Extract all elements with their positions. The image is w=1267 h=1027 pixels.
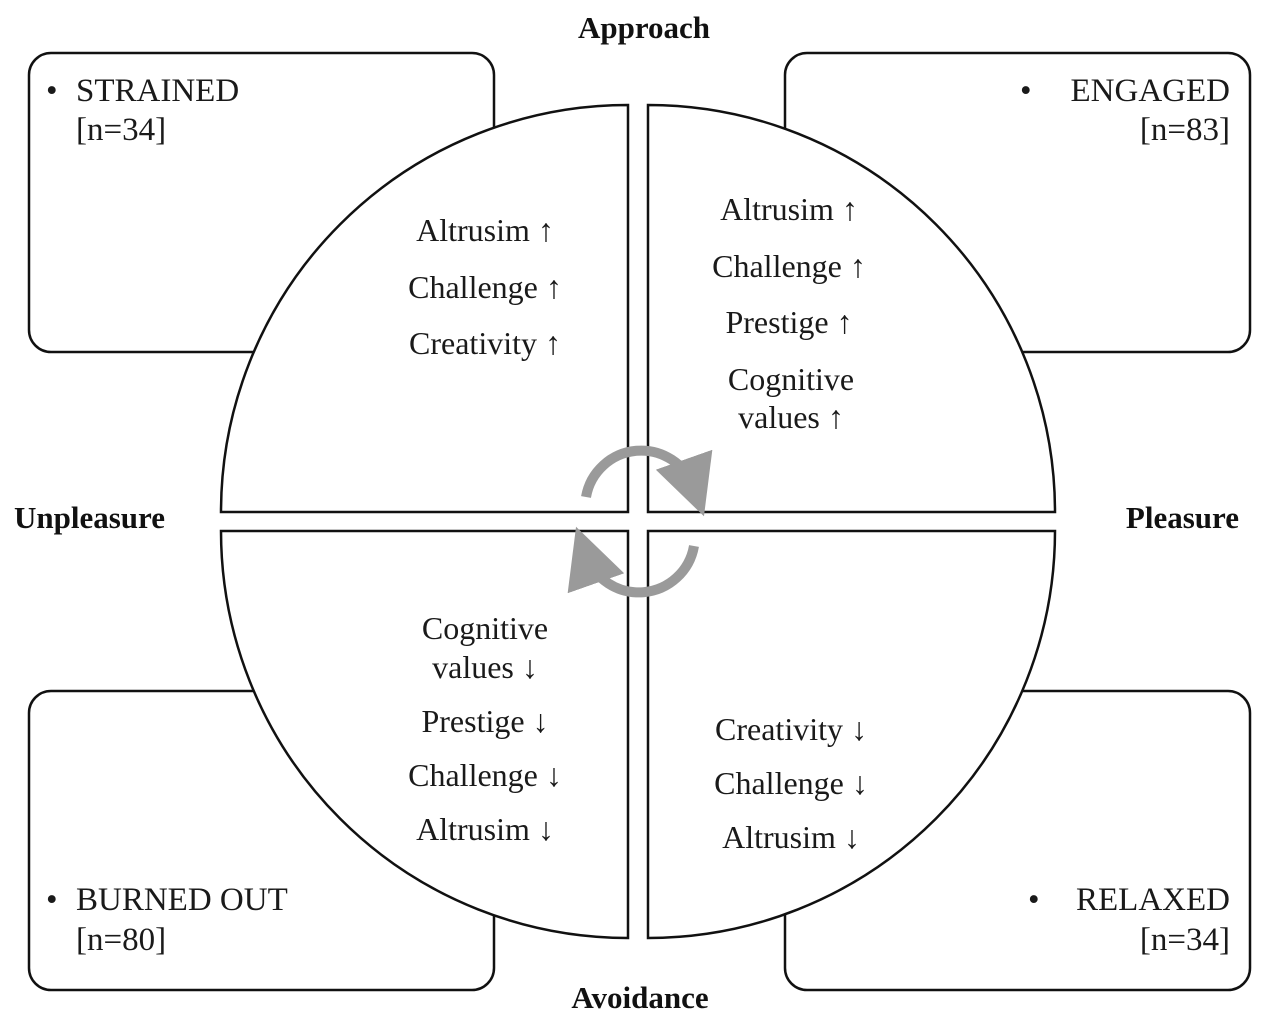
circular-arrows-icon (567, 445, 713, 598)
box-count-strained: [n=34] (76, 112, 166, 148)
value-prestige-down: Prestige ↓ (421, 703, 548, 739)
axis-label-approach: Approach (578, 10, 710, 45)
value-prestige-up: Prestige ↑ (725, 304, 852, 340)
value-altrusim-down: Altrusim ↓ (722, 819, 860, 855)
value-challenge-down: Challenge ↓ (714, 765, 868, 801)
box-title-relaxed: RELAXED (1076, 882, 1230, 918)
value-altrusim-up: Altrusim ↑ (720, 191, 858, 227)
value-cognitive-down-line1: Cognitive (422, 610, 548, 646)
axis-label-pleasure: Pleasure (1126, 500, 1239, 535)
bullet: • (1028, 882, 1040, 918)
box-count-relaxed: [n=34] (1140, 922, 1230, 958)
bullet: • (46, 73, 58, 109)
bullet: • (46, 882, 58, 918)
value-cognitive-down-line2: values ↓ (432, 649, 538, 685)
value-cognitive-up-line1: Cognitive (728, 361, 854, 397)
quadrant-bottom-left (219, 529, 630, 940)
value-creativity-down: Creativity ↓ (715, 711, 867, 747)
value-cognitive-up-line2: values ↑ (738, 399, 844, 435)
box-count-engaged: [n=83] (1140, 112, 1230, 148)
axis-label-avoidance: Avoidance (571, 980, 708, 1015)
box-title-engaged: ENGAGED (1071, 73, 1230, 109)
axis-label-unpleasure: Unpleasure (14, 500, 165, 535)
value-creativity-up: Creativity ↑ (409, 325, 561, 361)
box-title-burned-out: BURNED OUT (76, 882, 288, 918)
box-title-strained: STRAINED (76, 73, 239, 109)
value-altrusim-up: Altrusim ↑ (416, 212, 554, 248)
value-challenge-up: Challenge ↑ (408, 269, 562, 305)
box-count-burned-out: [n=80] (76, 922, 166, 958)
quadrant-top-right (646, 103, 1057, 514)
bullet: • (1020, 73, 1032, 109)
quadrant-top-left (219, 103, 630, 514)
value-challenge-up: Challenge ↑ (712, 248, 866, 284)
value-challenge-down: Challenge ↓ (408, 757, 562, 793)
quadrant-bottom-right (646, 529, 1057, 940)
value-altrusim-down: Altrusim ↓ (416, 811, 554, 847)
